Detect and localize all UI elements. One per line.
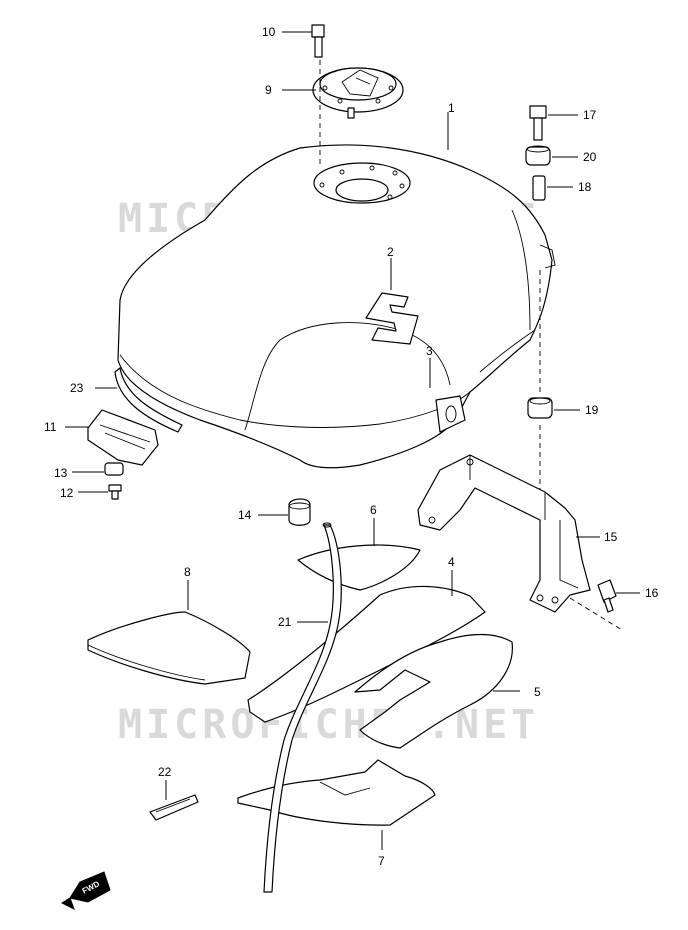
bolt-10[interactable] (311, 24, 325, 58)
callout-14: 14 (238, 508, 252, 522)
callout-19: 19 (585, 403, 599, 417)
strap-23[interactable] (114, 367, 183, 433)
pad-5[interactable] (354, 633, 513, 749)
callout-20: 20 (583, 150, 597, 164)
bolt-17[interactable] (529, 105, 547, 141)
callout-11: 11 (44, 420, 57, 434)
callout-8: 8 (184, 565, 191, 579)
clamp-22[interactable] (149, 794, 199, 821)
hose-21[interactable] (263, 522, 342, 893)
callout-7: 7 (378, 854, 385, 868)
callout-4: 4 (448, 555, 455, 569)
cushion-19[interactable] (527, 397, 553, 419)
damper-13[interactable] (104, 462, 124, 476)
collar-20[interactable] (525, 145, 551, 166)
watermark-bottom: MICROFICHES.NET (118, 702, 539, 748)
callout-15: 15 (604, 530, 618, 544)
callout-2: 2 (387, 245, 394, 259)
callout-21: 21 (278, 615, 292, 629)
callout-labels: 1 2 3 4 5 6 7 8 9 10 11 12 13 14 15 16 1… (44, 25, 659, 868)
callout-13: 13 (54, 466, 68, 480)
fuel-tank[interactable] (117, 144, 556, 469)
pad-6[interactable] (297, 544, 421, 591)
callout-12: 12 (60, 486, 74, 500)
leader-lines (65, 31, 640, 850)
screw-12[interactable] (108, 484, 122, 500)
callout-18: 18 (578, 180, 592, 194)
bracket-11[interactable] (87, 409, 159, 466)
callout-6: 6 (370, 503, 377, 517)
callout-9: 9 (265, 83, 272, 97)
callout-10: 10 (262, 25, 276, 39)
callout-1: 1 (448, 101, 455, 115)
callout-23: 23 (70, 381, 84, 395)
spacer-18[interactable] (532, 175, 546, 201)
fuel-cap[interactable] (312, 67, 404, 119)
pad-8[interactable] (87, 611, 251, 685)
callout-16: 16 (645, 586, 659, 600)
cushion-14[interactable] (288, 498, 311, 526)
forward-arrow-icon: FWD (60, 871, 111, 911)
pad-7[interactable] (237, 759, 436, 826)
callout-17: 17 (583, 108, 597, 122)
callout-5: 5 (534, 685, 541, 699)
tank-bracket-15[interactable] (417, 454, 591, 613)
callout-3: 3 (426, 344, 433, 358)
callout-22: 22 (158, 765, 172, 779)
bolt-16[interactable] (597, 579, 617, 613)
